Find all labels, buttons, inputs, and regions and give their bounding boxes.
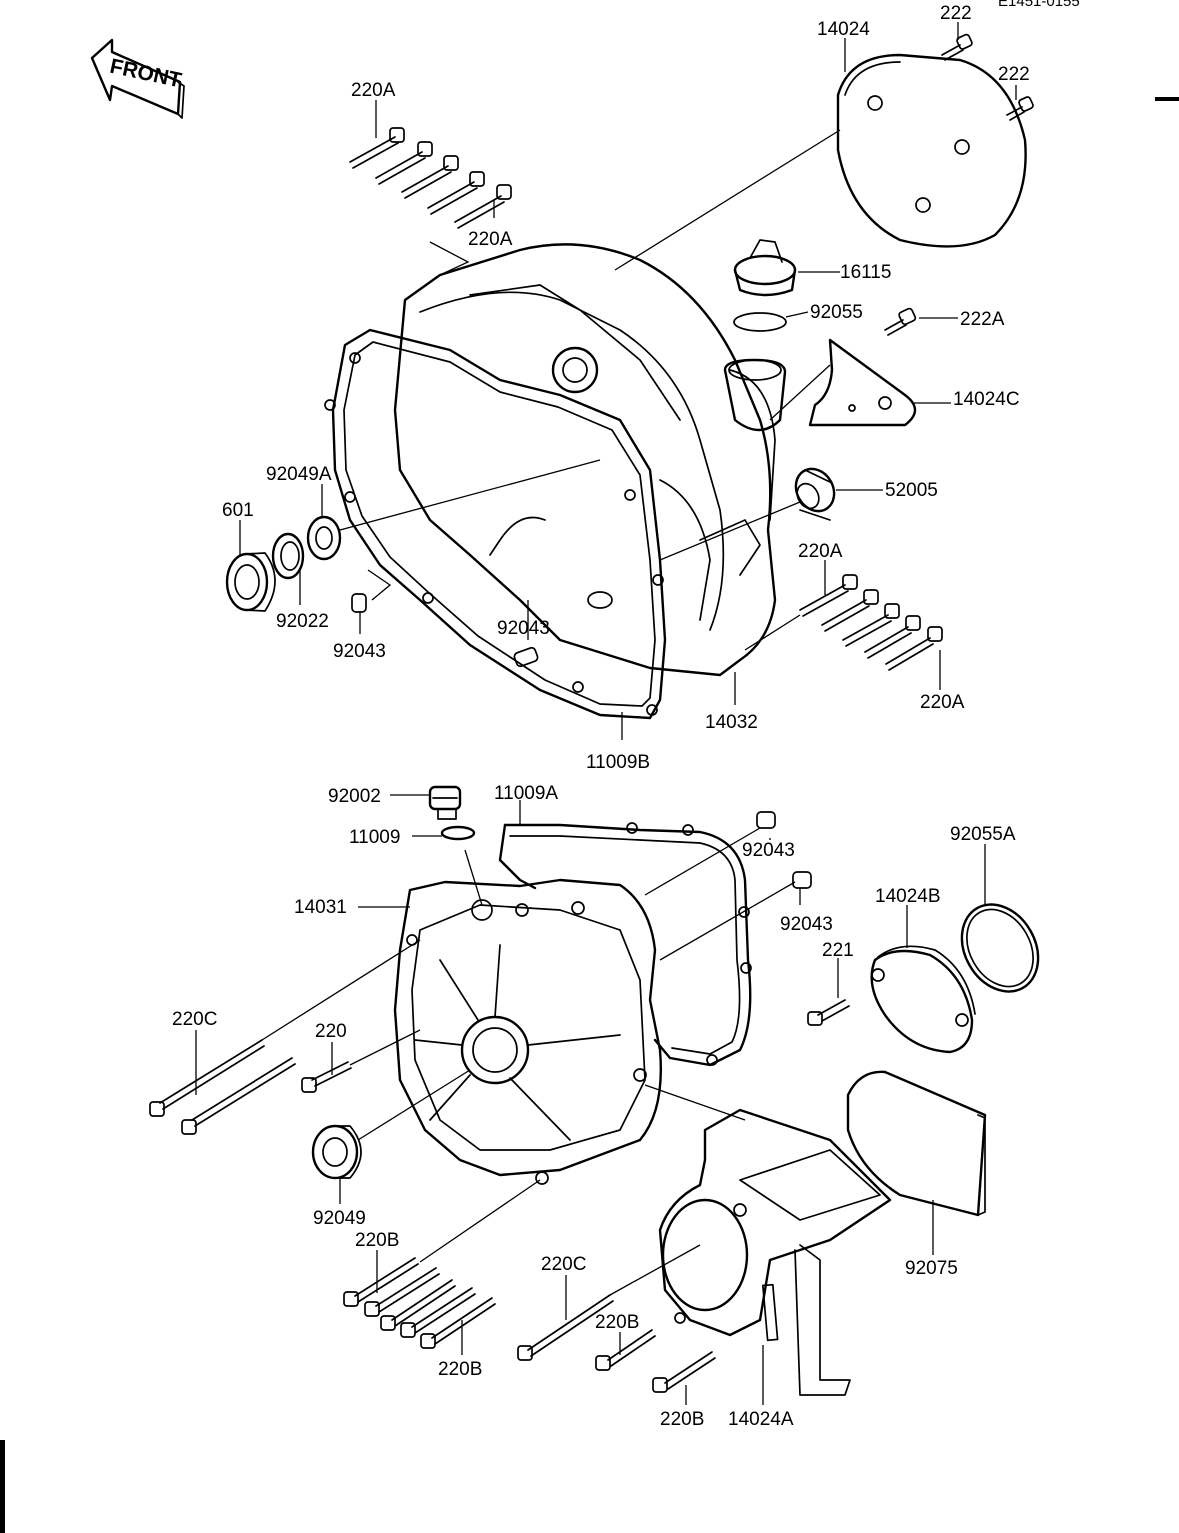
callout-11009A: 11009A xyxy=(494,783,558,804)
bolt-220B-lower xyxy=(652,1351,716,1393)
plug-92002 xyxy=(428,785,462,820)
bolt-220C-lower xyxy=(517,1294,614,1361)
callout-92049A: 92049A xyxy=(266,464,332,485)
callout-92043: 92043 xyxy=(780,914,833,935)
edge-mark xyxy=(1155,97,1179,101)
callout-92043: 92043 xyxy=(333,641,386,662)
callout-222: 222 xyxy=(998,64,1030,85)
oil-filler-cap-16115 xyxy=(733,239,797,297)
callout-220A: 220A xyxy=(920,692,965,713)
bolt-220B-middle xyxy=(595,1329,656,1371)
callout-92043: 92043 xyxy=(742,840,795,861)
dowel-92043-center xyxy=(513,646,539,668)
callout-92022: 92022 xyxy=(276,611,329,632)
cover-14024 xyxy=(836,53,1027,248)
callout-14024: 14024 xyxy=(817,19,870,40)
bearing-601 xyxy=(225,552,276,612)
callout-222: 222 xyxy=(940,3,972,24)
callout-92055A: 92055A xyxy=(950,824,1016,845)
callout-220: 220 xyxy=(315,1021,347,1042)
callout-92043: 92043 xyxy=(497,618,550,639)
filler-neck xyxy=(723,358,787,432)
callout-220B: 220B xyxy=(355,1230,399,1251)
bolt-220 xyxy=(301,1061,352,1093)
pad-92075 xyxy=(846,1070,987,1217)
callout-14024B: 14024B xyxy=(875,886,941,907)
callout-601: 601 xyxy=(222,500,254,521)
callout-92002: 92002 xyxy=(328,786,381,807)
callout-220B: 220B xyxy=(438,1359,482,1380)
bolt-set-220C-left xyxy=(149,1039,296,1135)
callout-16115: 16115 xyxy=(840,262,891,283)
callout-52005: 52005 xyxy=(885,480,938,501)
callout-92055: 92055 xyxy=(810,302,863,323)
oil-seal-52005 xyxy=(794,467,836,521)
callout-221: 221 xyxy=(822,940,854,961)
callout-11009: 11009 xyxy=(349,827,400,848)
seal-92022 xyxy=(271,532,305,580)
callout-14024C: 14024C xyxy=(953,389,1020,410)
callout-222A: 222A xyxy=(960,309,1005,330)
cap-14024B xyxy=(870,945,976,1054)
callout-11009B: 11009B xyxy=(586,752,650,773)
callout-220B: 220B xyxy=(660,1409,704,1430)
callout-14031: 14031 xyxy=(294,897,347,918)
drawing-code: E1451-0155 xyxy=(998,0,1080,10)
bolt-set-220A-top xyxy=(349,127,512,229)
o-ring-92055 xyxy=(733,312,787,332)
callout-220A: 220A xyxy=(798,541,843,562)
callout-220C: 220C xyxy=(541,1254,586,1275)
callout-220A: 220A xyxy=(468,229,513,250)
front-arrow-icon: FRONT xyxy=(90,38,185,119)
bolt-222-lower xyxy=(1006,96,1034,121)
o-ring-92055A xyxy=(960,903,1040,993)
bracket-14024C xyxy=(808,338,917,427)
guard-14024A xyxy=(658,1108,892,1396)
callout-14032: 14032 xyxy=(705,712,758,733)
dowel-92043-left xyxy=(351,593,367,613)
callout-220C: 220C xyxy=(172,1009,217,1030)
gasket-11009A xyxy=(498,822,752,1067)
dowel-92043-lower xyxy=(792,871,812,889)
edge-bar xyxy=(0,1440,5,1533)
callout-14024A: 14024A xyxy=(728,1409,794,1430)
callout-92075: 92075 xyxy=(905,1258,958,1279)
front-arrow-label: FRONT xyxy=(108,55,184,93)
leader-lines xyxy=(195,22,1017,1405)
callout-92049: 92049 xyxy=(313,1208,366,1229)
clutch-cover-14032 xyxy=(393,243,777,677)
bolt-221 xyxy=(807,999,850,1026)
bolt-222A xyxy=(884,307,917,336)
bolt-set-220A-right xyxy=(799,574,943,671)
seal-92049A xyxy=(306,515,342,561)
bolt-set-220B-left xyxy=(343,1257,496,1349)
callout-220A: 220A xyxy=(351,80,396,101)
bolt-222-upper xyxy=(941,33,973,61)
oil-seal-92049 xyxy=(311,1124,362,1180)
washer-11009 xyxy=(440,825,476,841)
callout-220B: 220B xyxy=(595,1312,639,1333)
generator-cover-14031 xyxy=(393,878,662,1185)
dowel-92043-upper xyxy=(756,811,776,829)
callout-labels: 14024 222 222 220A 220A 16115 92055 222A… xyxy=(172,3,1030,1430)
